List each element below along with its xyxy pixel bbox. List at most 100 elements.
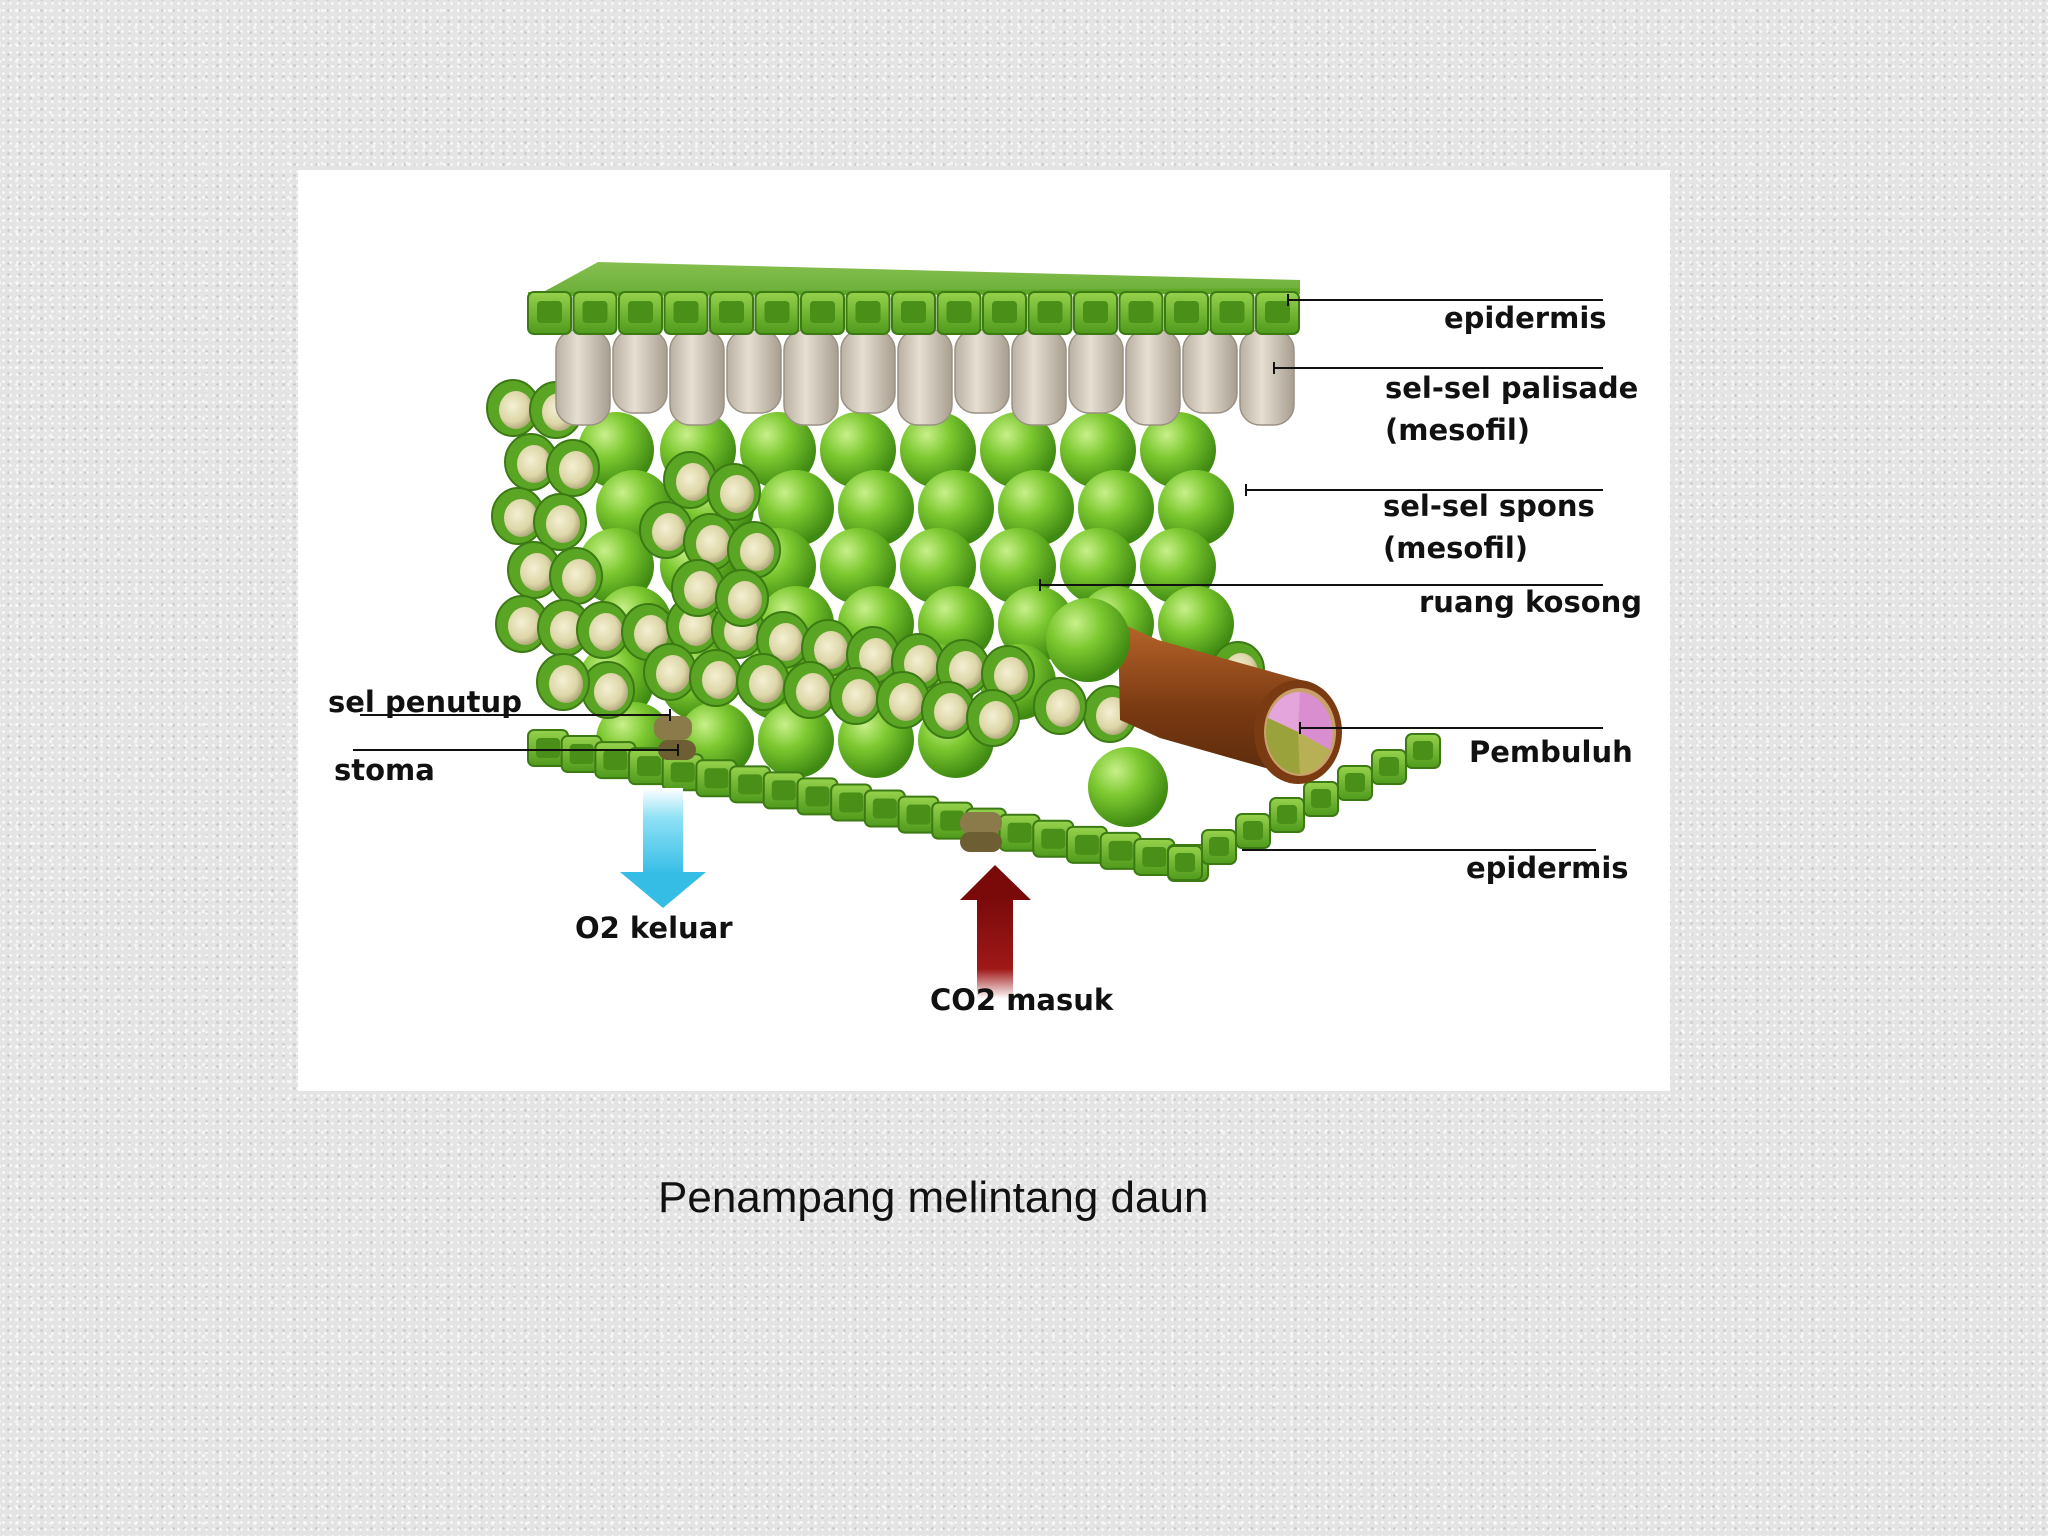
xylem-right (1298, 732, 1330, 774)
palisade-cell (954, 329, 1010, 414)
tube-cell-opening (859, 638, 893, 676)
palisade-cell (1239, 329, 1295, 426)
vascular-bundle (1118, 622, 1342, 784)
epidermis-cell-hole (1083, 301, 1108, 323)
label-epidermis-top: epidermis (1444, 301, 1607, 335)
epidermis-cell-hole (569, 744, 594, 765)
epidermis-cell-hole (872, 798, 897, 819)
tube-cell-opening (889, 683, 923, 721)
spongy-cell (980, 528, 1056, 604)
spongy-cell (820, 528, 896, 604)
epidermis-cell-hole (719, 301, 744, 323)
epidermis-cell-hole (628, 301, 653, 323)
tube-cell-opening (546, 505, 580, 543)
epidermis-cell-hole (1128, 301, 1154, 323)
epidermis-cell-hole (810, 301, 835, 323)
epidermis-cell-hole (1175, 853, 1195, 872)
spongy-cell (1060, 412, 1136, 488)
epidermis-cell-hole (1265, 301, 1290, 323)
epidermis-cell-hole (1379, 757, 1399, 776)
tube-cell-opening (499, 391, 533, 429)
tube-cell-opening (652, 513, 686, 551)
guard-cell (960, 832, 1002, 852)
o2-arrow (620, 788, 706, 908)
tube-cell-opening (949, 651, 983, 689)
label-co2-masuk: CO2 masuk (930, 983, 1114, 1017)
tube-cell-opening (634, 615, 668, 653)
spongy-cell (980, 412, 1056, 488)
tube-cell-opening (559, 451, 593, 489)
spongy-cell (838, 470, 914, 546)
epidermis-cell-hole (1311, 789, 1331, 808)
leaf-top-surface (536, 262, 1300, 296)
epidermis-cell-hole (1219, 301, 1245, 323)
o2-arrow-shaft (643, 788, 683, 874)
epidermis-cell-hole (839, 792, 864, 813)
label-pembuluh: Pembuluh (1469, 735, 1633, 769)
epidermis-cell-hole (704, 768, 729, 789)
epidermis-cell-hole (1108, 840, 1133, 861)
epidermis-cell-hole (771, 780, 796, 801)
spongy-cell (758, 470, 834, 546)
palisade-cell (897, 329, 953, 426)
tube-cell-opening (679, 608, 713, 646)
epidermis-cell-hole (637, 756, 662, 777)
spongy-cell (900, 528, 976, 604)
tube-cell-opening (994, 657, 1028, 695)
palisade-cell (783, 329, 839, 426)
leader-lines (353, 294, 1603, 851)
spongy-cell (740, 412, 816, 488)
spongy-cell (1078, 470, 1154, 546)
diagram-panel: epidermis sel-sel palisade (mesofil) sel… (298, 170, 1670, 1091)
epidermis-cell-hole (764, 301, 790, 323)
label-epidermis-bottom: epidermis (1466, 851, 1629, 885)
co2-arrow-head (960, 865, 1031, 900)
label-palisade-line1: sel-sel palisade (1385, 371, 1639, 405)
epidermis-cell-hole (537, 301, 562, 323)
spongy-cell (900, 412, 976, 488)
label-sel-penutup: sel penutup (328, 685, 522, 719)
palisade-cell (1068, 329, 1124, 414)
epidermis-cell-hole (992, 301, 1017, 323)
tube-cell-opening (696, 525, 730, 563)
tube-cell-opening (517, 445, 551, 483)
epidermis-cell-hole (1243, 821, 1263, 840)
tube-cell-opening (769, 623, 803, 661)
tube-cell-opening (504, 499, 538, 537)
tube-cell-opening (549, 665, 583, 703)
epidermis-cell-hole (670, 762, 695, 783)
tube-cell-opening (796, 673, 830, 711)
palisade-cell (1125, 329, 1181, 426)
epidermis-cell-hole (1142, 846, 1167, 867)
lower-epidermis-cells (527, 729, 1441, 882)
label-stoma: stoma (334, 753, 435, 787)
tube-cell-opening (562, 559, 596, 597)
leaf-cross-section-diagram (353, 262, 1603, 999)
palisade-cells (555, 329, 1295, 426)
co2-arrow-shaft (977, 899, 1013, 999)
spongy-cell (918, 470, 994, 546)
tube-cell-opening (749, 665, 783, 703)
spongy-cell (758, 702, 834, 778)
palisade-cell (840, 329, 896, 414)
xylem (1266, 718, 1300, 774)
spongy-cell (1158, 470, 1234, 546)
epidermis-cell-hole (1277, 805, 1297, 824)
epidermis-cell-hole (603, 750, 628, 771)
co2-arrow (960, 865, 1031, 999)
o2-arrow-head (620, 872, 706, 908)
tube-cell-opening (1046, 689, 1080, 727)
tube-cell-opening (842, 679, 876, 717)
tube-cell-opening (814, 631, 848, 669)
epidermis-cell-hole (1074, 834, 1099, 855)
palisade-cell (726, 329, 782, 414)
palisade-cell (555, 329, 611, 426)
guard-cell (960, 812, 1002, 834)
tube-cell-opening (702, 661, 736, 699)
phloem-left (1268, 691, 1300, 732)
tube-cell-opening (740, 533, 774, 571)
guard-cell (654, 716, 692, 740)
epidermis-cell-hole (901, 301, 926, 323)
epidermis-cell-hole (1041, 828, 1066, 849)
label-spons-line1: sel-sel spons (1383, 489, 1595, 523)
